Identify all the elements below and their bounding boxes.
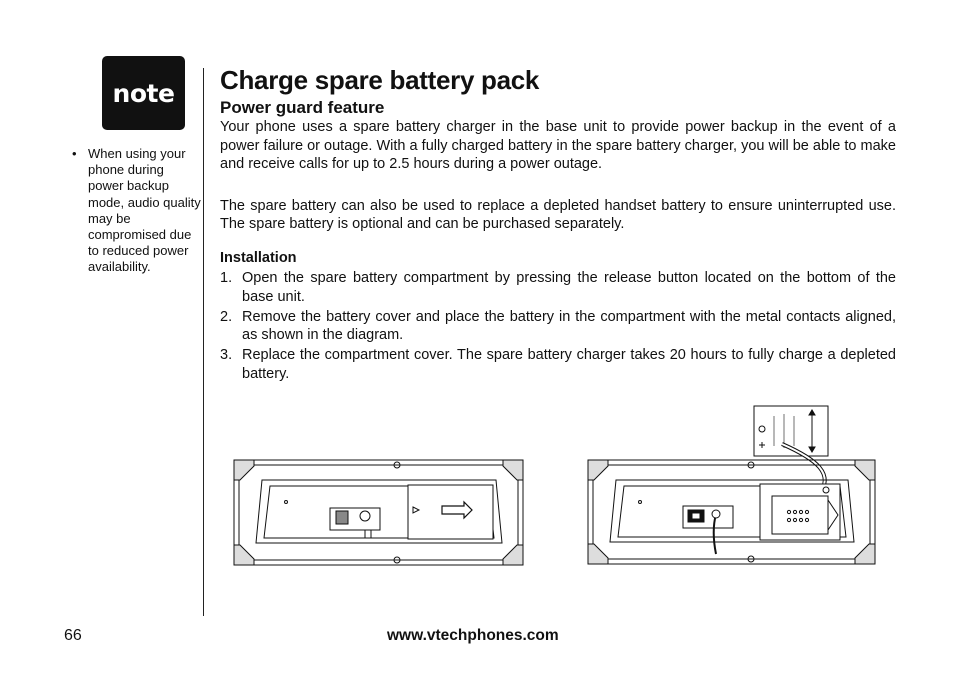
vertical-divider xyxy=(203,68,204,616)
battery-installed-diagram xyxy=(587,405,876,565)
step-number: 1. xyxy=(220,269,233,286)
note-badge: note xyxy=(102,56,185,130)
installation-steps: 1. Open the spare battery compartment by… xyxy=(220,269,896,384)
bullet: • xyxy=(72,146,77,161)
step-number: 2. xyxy=(220,308,233,325)
note-label: note xyxy=(112,78,175,108)
page-number: 66 xyxy=(64,627,82,644)
side-note-text: When using your phone during power backu… xyxy=(88,146,201,275)
main-content: Charge spare battery pack Power guard fe… xyxy=(220,62,896,385)
base-unit-cover-diagram xyxy=(233,459,524,566)
step-text: Open the spare battery compartment by pr… xyxy=(242,269,896,305)
paragraph-1: Your phone uses a spare battery charger … xyxy=(220,119,896,173)
step-text: Replace the compartment cover. The spare… xyxy=(242,347,896,382)
section-subtitle: Power guard feature xyxy=(220,98,385,117)
step-text: Remove the battery cover and place the b… xyxy=(242,308,896,344)
page-title: Charge spare battery pack xyxy=(220,65,540,95)
step-number: 3. xyxy=(220,347,233,364)
paragraph-2: The spare battery can also be used to re… xyxy=(220,197,896,233)
step-item: 1. Open the spare battery compartment by… xyxy=(220,269,896,306)
footer-url[interactable]: www.vtechphones.com xyxy=(387,627,559,644)
step-item: 3. Replace the compartment cover. The sp… xyxy=(220,346,896,383)
step-item: 2. Remove the battery cover and place th… xyxy=(220,308,896,345)
side-note: • When using your phone during power bac… xyxy=(72,146,202,276)
installation-heading: Installation xyxy=(220,249,297,266)
